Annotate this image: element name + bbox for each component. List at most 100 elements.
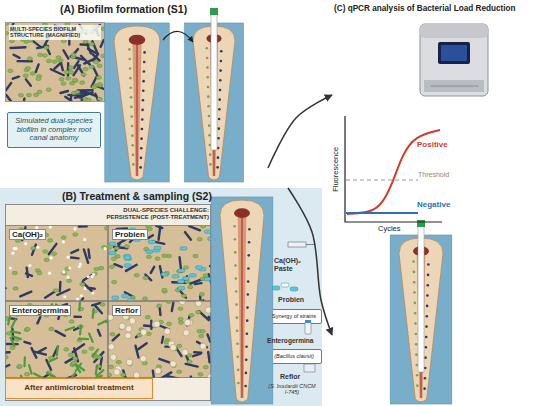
biofilm-texture: [109, 302, 211, 378]
tooth-illustration: [185, 23, 244, 182]
tooth-illustration: [140, 147, 143, 150]
tooth-illustration: [128, 48, 131, 51]
tooth-illustration: [390, 235, 452, 404]
info-text: Synergy of strains: [267, 313, 321, 319]
series-label: Negative: [417, 200, 450, 209]
tooth-illustration: [141, 109, 144, 112]
tooth-illustration: [416, 384, 419, 387]
tooth-illustration: [218, 108, 221, 111]
tooth-illustration: [415, 353, 418, 356]
tooth-illustration: [220, 50, 223, 53]
tooth-illustration: [206, 57, 209, 60]
tooth-illustration: [211, 14, 217, 150]
tooth-illustration: [414, 312, 417, 315]
panel-title: (C) qPCR analysis of Bacterial Load Redu…: [334, 4, 516, 13]
tooth-illustration: [142, 80, 145, 83]
tooth-illustration: [141, 128, 144, 131]
result-text: After antimicrobial treatment: [6, 383, 152, 392]
tooth-illustration: [185, 8, 244, 182]
challenge-grid: DUAL-SPECIES CHALLENGE: PERSISTENCE (POS…: [5, 204, 211, 401]
quadrant-title: Enterogermina: [9, 305, 71, 316]
qpcr-machine: [438, 42, 470, 64]
product-label: Ca(OH)₂ Paste: [274, 257, 308, 273]
qpcr-machine: [441, 45, 467, 61]
tooth-illustration: [141, 118, 144, 121]
series-label: Positive: [417, 140, 448, 149]
tooth-illustration: [426, 294, 429, 297]
step-arrow: [163, 31, 193, 42]
flow-arrow: [268, 95, 332, 168]
panel-title: (A) Biofilm formation (S1): [60, 3, 250, 15]
axis-label: Fluorescence: [332, 139, 341, 199]
biofilm-texture: [109, 226, 211, 301]
quadrant-title: Reflor: [112, 305, 141, 316]
box-title: MULTI-SPECIES BIOFILM STRUCTURE (MAGNIFI…: [9, 25, 101, 40]
tooth-illustration: [143, 70, 146, 73]
info-box: Synergy of strains: [266, 309, 322, 324]
tooth-illustration: [129, 35, 146, 45]
tooth-illustration: [216, 166, 219, 169]
product-label: Reflor: [280, 373, 300, 381]
tooth-illustration: [220, 60, 223, 63]
tooth-illustration: [413, 246, 429, 256]
tooth-illustration: [142, 99, 145, 102]
tooth-illustration: [218, 127, 221, 130]
tooth-illustration: [130, 96, 133, 99]
tooth-illustration: [417, 220, 425, 227]
tooth-illustration: [143, 61, 146, 64]
tooth-illustration: [426, 284, 429, 287]
tooth-illustration: [130, 115, 133, 118]
qpcr-machine: [420, 24, 488, 96]
tooth-illustration: [219, 79, 222, 82]
product-label: Probien: [278, 296, 304, 304]
tooth-illustration: [143, 51, 146, 54]
tooth-illustration: [426, 315, 429, 318]
tooth-illustration: [209, 153, 212, 156]
tooth-illustration: [424, 356, 427, 359]
qpcr-machine: [420, 24, 488, 96]
tooth-illustration: [415, 343, 418, 346]
treatment-quadrant: Enterogermina: [5, 301, 108, 378]
tooth-illustration: [209, 163, 212, 166]
tooth-illustration: [129, 86, 132, 89]
tooth-illustration: [208, 124, 211, 127]
biofilm-texture: [6, 302, 108, 378]
biofilm-texture: [109, 302, 211, 378]
tooth-illustration: [418, 226, 424, 372]
treatment-quadrant: Probien: [108, 225, 211, 301]
qpcr-machine: [420, 24, 488, 38]
tooth-illustration: [217, 147, 220, 150]
tooth-illustration: [427, 263, 430, 266]
tooth-illustration: [207, 105, 210, 108]
tooth-illustration: [219, 89, 222, 92]
product-note: (S. boulardii CNCM I-745): [268, 383, 316, 396]
tooth-illustration: [132, 154, 135, 157]
tooth-illustration: [140, 157, 143, 160]
tooth-illustration: [424, 367, 427, 370]
biofilm-texture: [6, 226, 108, 301]
tooth-illustration: [218, 98, 221, 101]
note-box: Simulated dual-species biofilm in comple…: [7, 112, 101, 148]
tooth-illustration: [142, 89, 145, 92]
amplification-chart: [346, 212, 418, 214]
tooth-illustration: [390, 220, 452, 404]
tooth-illustration: [139, 166, 142, 169]
tooth-illustration: [129, 67, 132, 70]
tooth-illustration: [414, 322, 417, 325]
tooth-illustration: [414, 302, 417, 305]
panel: (B) Treatment & sampling (S2) DUAL-SPECIE…: [0, 188, 322, 406]
tooth-illustration: [425, 336, 428, 339]
tooth-illustration: [140, 137, 143, 140]
biofilm-texture: [6, 226, 108, 301]
product-label: Enterogermina: [267, 337, 314, 345]
amplification-chart: [346, 180, 418, 181]
tooth-illustration: [132, 163, 135, 166]
tooth-illustration: [412, 260, 415, 263]
tooth-illustration: [132, 40, 141, 176]
tooth-illustration: [417, 251, 426, 398]
info-text: (Bacillus clausii): [267, 353, 321, 359]
panel-title: (B) Treatment & sampling (S2): [62, 190, 262, 202]
tooth-illustration: [413, 291, 416, 294]
info-box: (Bacillus clausii): [266, 349, 322, 364]
tooth-illustration: [131, 144, 134, 147]
